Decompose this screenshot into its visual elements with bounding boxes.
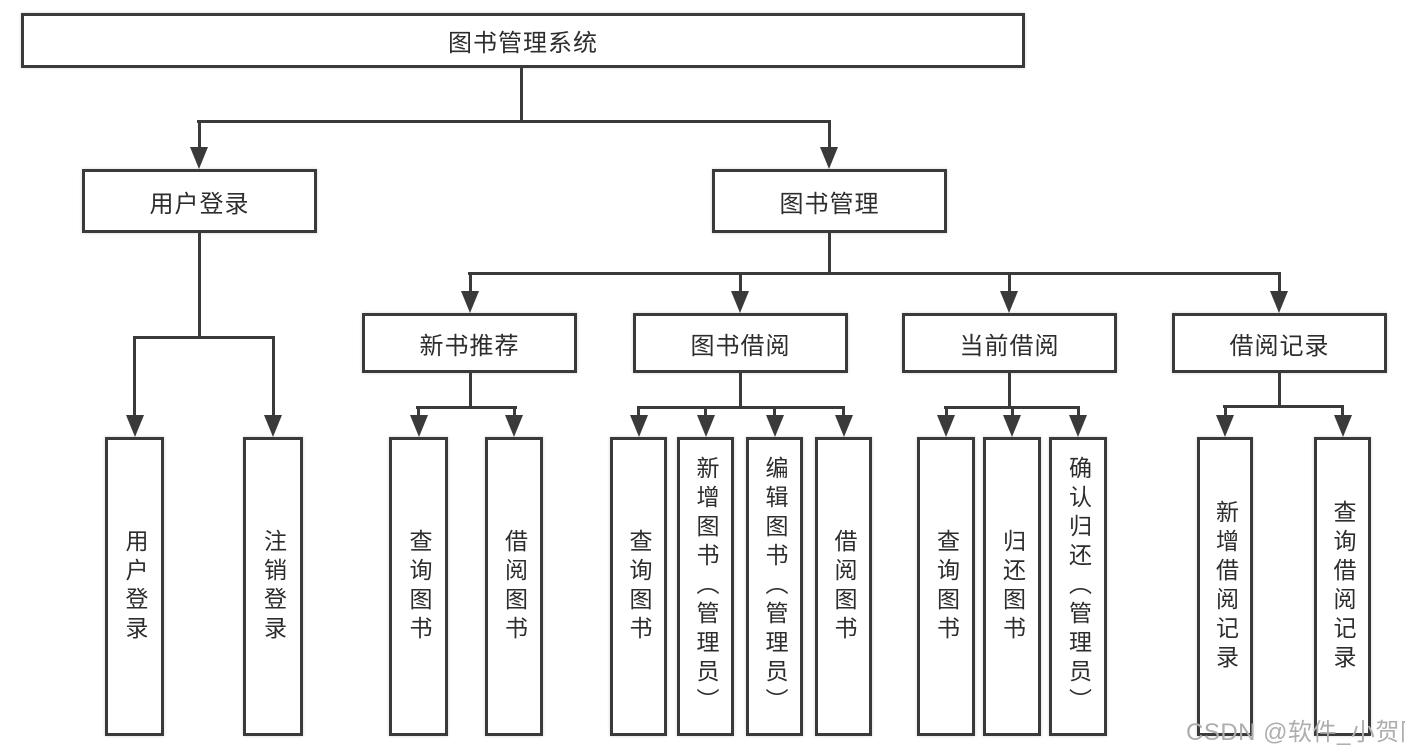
arrowhead-icon — [1000, 291, 1018, 313]
leaf-label: 查询图书 — [626, 528, 652, 645]
connector-drop-current-borrowing — [1008, 272, 1011, 294]
arrowhead-icon — [697, 415, 715, 437]
connector-drop-leaf — [1077, 406, 1080, 418]
connector-drop-leaf — [773, 406, 776, 418]
connector-drop-leaf — [945, 406, 948, 418]
node-book-borrowing: 图书借阅 — [633, 313, 848, 373]
node-new-book-recommend: 新书推荐 — [362, 313, 577, 373]
connector-drop-leaf — [513, 406, 516, 418]
leaf-user-login: 用户登录 — [105, 437, 164, 736]
connector-borrowing-records-bar — [1223, 405, 1344, 408]
node-label: 图书借阅 — [690, 332, 791, 360]
leaf-edit-book-admin: 编辑图书（管理员） — [746, 437, 803, 736]
connector-drop-book-borrowing — [739, 272, 742, 294]
connector-book-management-stem — [828, 233, 831, 275]
leaf-label: 新增借阅记录 — [1212, 499, 1239, 674]
node-borrowing-records: 借阅记录 — [1172, 313, 1387, 373]
leaf-query-books-1: 查询图书 — [389, 437, 448, 736]
arrowhead-icon — [126, 415, 144, 437]
connector-drop-leaf — [1224, 405, 1227, 418]
arrowhead-icon — [1003, 415, 1021, 437]
node-user-login: 用户登录 — [82, 169, 317, 233]
arrowhead-icon — [190, 147, 208, 169]
leaf-logout: 注销登录 — [243, 437, 303, 736]
connector-level1-bar — [197, 120, 831, 123]
leaf-query-books-2: 查询图书 — [610, 437, 667, 736]
leaf-label: 编辑图书（管理员） — [762, 456, 788, 717]
arrowhead-icon — [731, 291, 749, 313]
arrowhead-icon — [1216, 415, 1234, 437]
connector-new-book-bar — [416, 406, 517, 409]
connector-book-borrowing-bar — [637, 406, 845, 409]
connector-drop-leaf — [1011, 406, 1014, 418]
arrowhead-icon — [766, 415, 784, 437]
connector-current-borrowing-stem — [1008, 373, 1011, 409]
node-label: 新书推荐 — [419, 332, 520, 360]
csdn-watermark: CSDN @软件_小贺同学 — [1186, 719, 1405, 746]
connector-root-stem — [520, 66, 523, 122]
connector-drop-leaf-logout — [272, 336, 275, 417]
connector-drop-leaf — [842, 406, 845, 418]
arrowhead-icon — [820, 147, 838, 169]
connector-drop-leaf — [1341, 405, 1344, 418]
arrowhead-icon — [264, 415, 282, 437]
leaf-add-borrow-record: 新增借阅记录 — [1197, 437, 1253, 736]
arrowhead-icon — [1069, 415, 1087, 437]
connector-drop-leaf — [637, 406, 640, 418]
connector-new-book-stem — [469, 373, 472, 409]
leaf-label: 借阅图书 — [831, 528, 857, 645]
connector-drop-borrowing-records — [1278, 272, 1281, 294]
leaf-return-books: 归还图书 — [983, 437, 1041, 736]
leaf-borrow-books-2: 借阅图书 — [815, 437, 872, 736]
arrowhead-icon — [1270, 291, 1288, 313]
connector-drop-leaf — [417, 406, 420, 418]
connector-drop-leaf — [704, 406, 707, 418]
leaf-label: 新增图书（管理员） — [693, 456, 719, 717]
leaf-label: 确认归还（管理员） — [1065, 456, 1092, 717]
connector-borrowing-records-stem — [1278, 373, 1281, 408]
leaf-label: 归还图书 — [999, 528, 1026, 645]
arrowhead-icon — [410, 415, 428, 437]
arrowhead-icon — [461, 291, 479, 313]
leaf-label: 用户登录 — [122, 528, 148, 645]
leaf-confirm-return-admin: 确认归还（管理员） — [1049, 437, 1107, 736]
leaf-label: 借阅图书 — [501, 528, 528, 645]
leaf-label: 查询图书 — [406, 528, 432, 645]
node-label: 当前借阅 — [959, 332, 1060, 360]
node-label: 用户登录 — [149, 190, 250, 218]
node-label: 借阅记录 — [1229, 332, 1330, 360]
node-current-borrowing: 当前借阅 — [902, 313, 1117, 373]
connector-drop-user-login — [198, 120, 201, 150]
leaf-label: 查询图书 — [933, 528, 960, 645]
arrowhead-icon — [835, 415, 853, 437]
leaf-query-books-3: 查询图书 — [917, 437, 975, 736]
arrowhead-icon — [937, 415, 955, 437]
connector-drop-book-management — [828, 120, 831, 150]
connector-drop-new-book — [469, 272, 472, 294]
node-label: 图书管理 — [779, 190, 880, 218]
node-book-management: 图书管理 — [712, 169, 947, 233]
connector-book-borrowing-stem — [739, 373, 742, 409]
leaf-label: 注销登录 — [260, 528, 287, 645]
connector-level2-bar — [468, 272, 1281, 275]
node-label: 图书管理系统 — [448, 30, 598, 57]
leaf-add-book-admin: 新增图书（管理员） — [677, 437, 734, 736]
arrowhead-icon — [505, 415, 523, 437]
arrowhead-icon — [1334, 415, 1352, 437]
node-root-library-system: 图书管理系统 — [21, 13, 1025, 68]
leaf-query-borrow-record: 查询借阅记录 — [1314, 437, 1371, 736]
arrowhead-icon — [630, 415, 648, 437]
connector-user-login-bar — [133, 336, 275, 339]
connector-user-login-stem — [198, 233, 201, 339]
leaf-borrow-books-1: 借阅图书 — [485, 437, 543, 736]
leaf-label: 查询借阅记录 — [1330, 499, 1356, 674]
connector-drop-leaf-user-login — [133, 336, 136, 417]
